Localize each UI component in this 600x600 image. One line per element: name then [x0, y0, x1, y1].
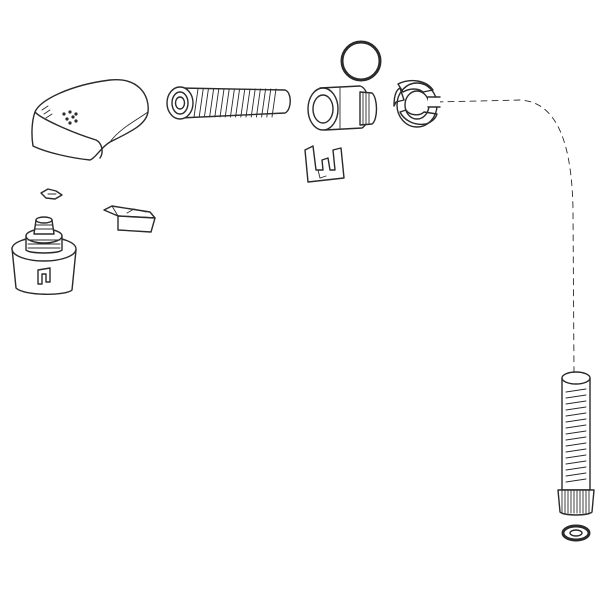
washer-icon — [561, 524, 591, 542]
split-collar-icon — [393, 79, 441, 128]
retaining-clip-icon — [304, 145, 345, 183]
cover-plate-icon — [103, 205, 156, 233]
threaded-nipple-icon — [166, 86, 291, 120]
set-screw-icon — [40, 188, 63, 200]
dashed-connector-line — [436, 99, 575, 376]
diverter-cartridge-icon — [11, 216, 77, 295]
spout-body-icon — [31, 79, 149, 161]
extension-pipe-icon — [557, 371, 595, 516]
o-ring-icon — [340, 40, 382, 82]
adapter-fitting-icon — [307, 85, 378, 131]
